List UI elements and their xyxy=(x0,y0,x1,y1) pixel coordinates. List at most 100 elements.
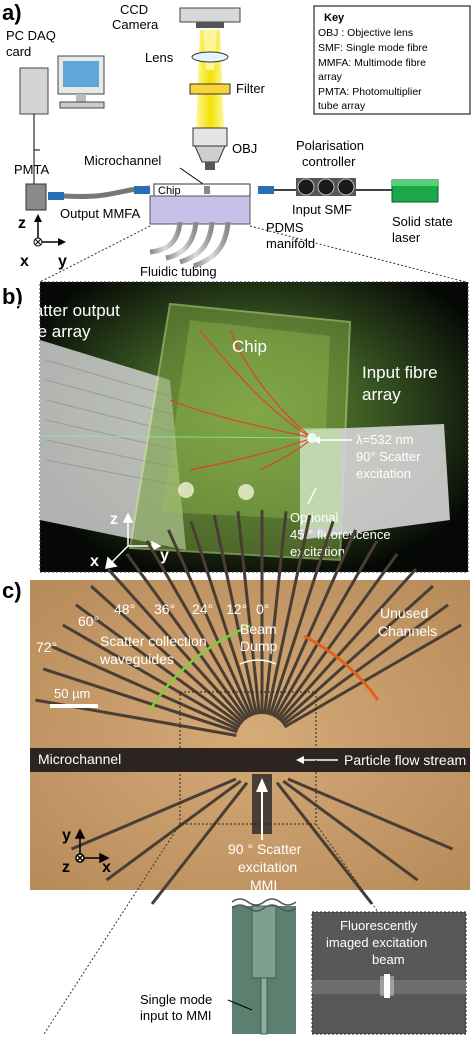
pc-daq-label-2: card xyxy=(6,44,31,59)
waveguide xyxy=(51,645,239,731)
mmi-label-2: excitation xyxy=(238,859,297,875)
polarisation-label-2: controller xyxy=(302,154,356,169)
waveguide xyxy=(282,779,419,882)
key-line-1: OBJ : Objective lens xyxy=(318,27,413,39)
axis-c-z: z xyxy=(62,859,70,876)
objective-icon xyxy=(194,145,226,163)
pdms-label-2: manifold xyxy=(266,236,315,251)
waveguide xyxy=(75,603,242,726)
pc-daq-label-1: PC DAQ xyxy=(6,28,56,43)
angle-36: 36° xyxy=(154,601,175,617)
fluorescent-label-3: beam xyxy=(372,952,405,967)
waveguide xyxy=(62,623,241,729)
output-mmfa-label: Output MMFA xyxy=(60,206,141,221)
input-fibre-label-2: array xyxy=(362,385,401,404)
axis-b-x: x xyxy=(90,553,99,570)
scatter-wg-label-1: Scatter collection xyxy=(100,633,207,649)
particle-flow-label: Particle flow stream xyxy=(344,752,466,768)
daq-cable xyxy=(33,114,40,151)
waveguide xyxy=(106,568,246,722)
waveguide xyxy=(282,603,449,726)
wavelength-label-3: excitation xyxy=(356,466,411,481)
axes-b xyxy=(105,512,162,569)
axis-c-y: y xyxy=(62,827,71,844)
mmi-label-1: 90 ° Scatter xyxy=(228,841,302,857)
fluidic-tubing-icon xyxy=(149,221,231,269)
input-smf-label: Input SMF xyxy=(292,202,352,217)
waveguide xyxy=(278,568,418,722)
scale-label: 50 µm xyxy=(54,686,90,701)
ccd-camera-icon xyxy=(179,7,241,23)
fluidic-tubing-label: Fluidic tubing xyxy=(140,264,217,279)
unused-label-1: Unused xyxy=(380,605,428,621)
zoom-box xyxy=(179,691,317,825)
key-line-4: array xyxy=(318,71,343,83)
waveguide xyxy=(283,623,462,729)
waveguide xyxy=(167,529,253,717)
waveguide xyxy=(265,514,312,715)
wavelength-label-2: 90° Scatter xyxy=(356,449,421,464)
angle-48: 48° xyxy=(114,601,135,617)
single-mode-label-2: input to MMI xyxy=(140,1008,212,1023)
axes-c xyxy=(74,828,110,864)
microchannel-label: Microchannel xyxy=(84,153,161,168)
scale-bar xyxy=(50,704,98,708)
pdms-manifold-icon xyxy=(149,195,251,225)
laser-label-1: Solid state xyxy=(392,214,453,229)
waveguide xyxy=(145,540,251,719)
beam-dump-label-2: Dump xyxy=(240,638,278,654)
ccd-camera-label-1: CCD xyxy=(120,2,148,17)
optional-label-3: excitation xyxy=(290,544,345,559)
key-line-5: PMTA: Photomultiplier xyxy=(318,86,422,98)
unused-label-2: Channels xyxy=(378,623,437,639)
key-line-2: SMF: Single mode fibre xyxy=(318,42,428,54)
excitation-beam-spot xyxy=(384,974,390,998)
scatter-output-label-1: Scatter output xyxy=(14,301,120,320)
panel-a-label: a) xyxy=(2,0,22,25)
panel-c: c) Microchannel Particle flow stream 72°… xyxy=(2,510,470,1035)
waveguide xyxy=(280,584,434,724)
polarisation-label-1: Polarisation xyxy=(296,138,364,153)
mmi-label-3: MMI xyxy=(250,877,277,893)
pmta-label: PMTA xyxy=(14,162,49,177)
waveguide xyxy=(212,514,259,715)
objective-body xyxy=(192,127,228,147)
single-mode-label-1: Single mode xyxy=(140,992,212,1007)
waveguide xyxy=(125,553,248,720)
waveguide xyxy=(150,781,249,905)
waveguide xyxy=(276,553,399,720)
angle-12: 12° xyxy=(226,601,247,617)
lens-label: Lens xyxy=(145,50,174,65)
fluorescent-label-1: Fluorescently xyxy=(340,918,418,933)
lens-icon xyxy=(191,51,229,63)
waveguide xyxy=(189,520,256,716)
scatter-wg-label-2: waveguides xyxy=(99,651,174,667)
beam-dump-label-1: Beam xyxy=(240,621,277,637)
axis-a-z: z xyxy=(18,215,26,232)
chip-label: Chip xyxy=(158,185,181,197)
obj-label: OBJ xyxy=(232,141,257,156)
waveguide xyxy=(268,520,335,716)
waveguide xyxy=(90,584,244,724)
excitation-spot xyxy=(307,433,317,443)
keyboard-icon xyxy=(59,101,105,109)
scatter-collection-arc xyxy=(148,624,251,711)
key-box xyxy=(313,5,471,115)
optional-label-2: 45 ° fluorescence xyxy=(290,527,391,542)
waveguide xyxy=(275,781,374,905)
input-fibre-label-1: Input fibre xyxy=(362,363,438,382)
microchannel-photo xyxy=(30,748,470,772)
pc-tower-icon xyxy=(19,67,49,115)
microchannel-c-label: Microchannel xyxy=(38,751,121,767)
waveguide xyxy=(105,779,242,882)
panel-b-label: b) xyxy=(2,284,23,309)
beam-dump-bracket xyxy=(239,659,277,665)
waveguide xyxy=(236,511,261,715)
panel-a: a) CCD Camera Lens Filter OBJ Key OBJ : … xyxy=(2,0,471,283)
axes-a xyxy=(33,214,66,247)
waveguide xyxy=(271,529,357,717)
key-line-6: tube array xyxy=(318,100,366,112)
axis-a-x: x xyxy=(20,253,29,270)
output-mmfa-fibre xyxy=(63,185,151,200)
